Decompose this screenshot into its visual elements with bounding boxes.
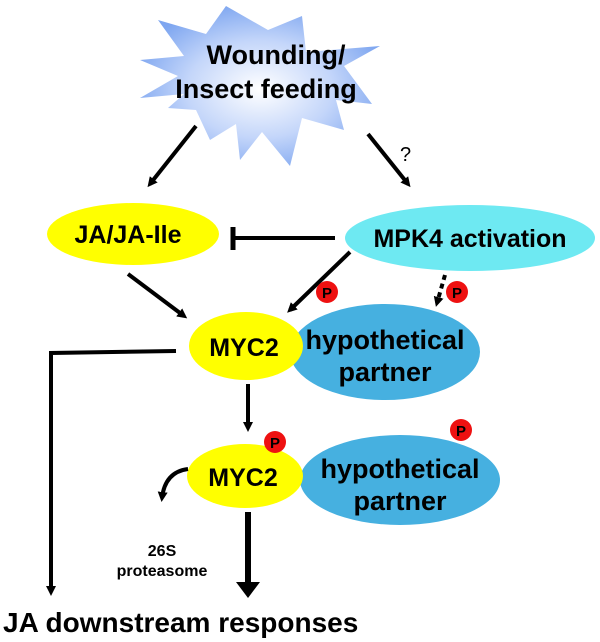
partner-top-ellipse [290,304,480,400]
mpk4-ellipse [345,205,595,271]
arrow-myc2-to-proteasome [157,467,189,502]
myc2-top-label: MYC2 [209,334,278,362]
phospho-circle [450,419,472,441]
phospho-marker-partner-arrow: P [446,281,468,303]
arrow-trigger-to-ja [147,124,198,188]
question-mark: ? [400,144,411,166]
phospho-label: P [452,285,462,302]
node-partner-top: hypothetical partner [290,304,480,400]
phospho-marker-myc2-bottom: P [264,431,286,453]
ja-label: JA/JA-Ile [75,221,182,249]
trigger-starburst: Wounding/ Insect feeding [140,6,380,166]
phospho-label: P [322,285,332,302]
phospho-circle [264,431,286,453]
node-ja: JA/JA-Ile [47,203,219,265]
node-partner-bottom: hypothetical partner [300,435,500,525]
inhibition-mpk4-to-ja [230,227,335,250]
node-myc2-top: MYC2 [189,312,303,380]
trigger-label-line2: Insect feeding [175,74,357,104]
starburst-shape [140,6,380,166]
phospho-circle [316,281,338,303]
phospho-label: P [270,435,280,452]
node-myc2-bottom: MYC2 [187,444,303,508]
phospho-label: P [456,423,466,440]
partner-top-line2: partner [338,357,432,387]
partner-bottom-line1: hypothetical [320,454,479,484]
proteasome-line2: proteasome [117,563,208,580]
partner-top-line1: hypothetical [305,325,464,355]
arrow-mpk4-to-myc2 [287,250,352,313]
proteasome-line1: 26S [148,543,177,560]
partner-bottom-ellipse [300,435,500,525]
arrow-head-myc2p-to-output [236,582,260,598]
mpk4-label: MPK4 activation [373,225,566,253]
node-mpk4: MPK4 activation [345,205,595,271]
arrow-ja-to-myc2 [126,272,188,319]
myc2-bottom-ellipse [187,444,303,508]
arrow-mpk4-to-partner-dashed [433,274,447,307]
ja-ellipse [47,203,219,265]
arrow-myc2-to-output-elbow [46,349,177,596]
phospho-circle [446,281,468,303]
myc2-bottom-label: MYC2 [208,464,277,492]
myc2-top-ellipse [189,312,303,380]
phospho-marker-partner-bottom: P [450,419,472,441]
arrow-trigger-to-mpk4 [366,132,411,188]
phospho-marker-myc2-arrow: P [316,281,338,303]
output-label: JA downstream responses [3,607,358,638]
partner-bottom-line2: partner [353,486,447,516]
trigger-label-line1: Wounding/ [207,40,346,70]
